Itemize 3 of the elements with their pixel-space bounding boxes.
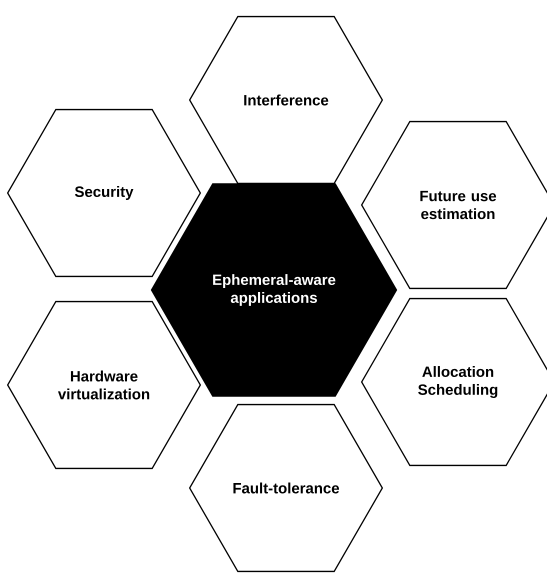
hexagon: Future use estimation — [360, 120, 547, 290]
hexagon: Allocation Scheduling — [360, 298, 547, 466]
center-hexagon: Ephemeral-aware applications — [150, 183, 398, 397]
